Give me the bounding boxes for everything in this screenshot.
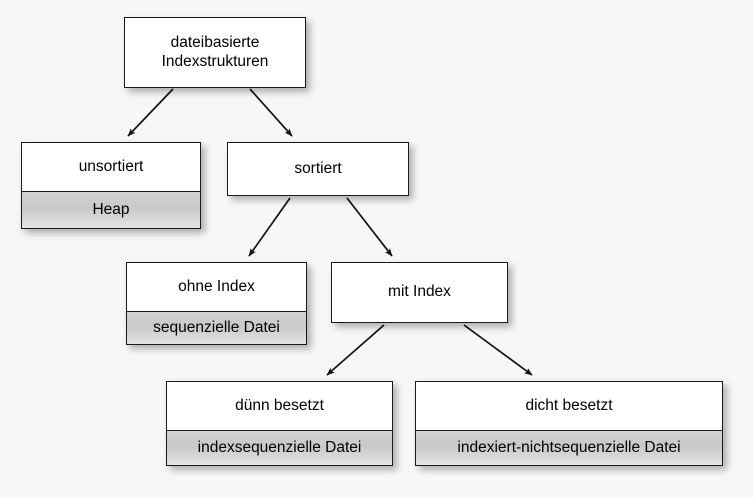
node-mit-index[interactable]: mit Index [331, 262, 508, 323]
node-subtitle: sequenzielle Datei [127, 311, 306, 344]
node-subtitle: Heap [22, 191, 200, 228]
node-duenn-besetzt[interactable]: dünn besetzt indexsequenzielle Datei [166, 381, 393, 466]
edge-mit-index-duenn [326, 324, 385, 376]
node-ohne-index[interactable]: ohne Index sequenzielle Datei [126, 262, 307, 345]
edge-root-sortiert [249, 88, 293, 137]
node-title: dünn besetzt [167, 382, 392, 430]
node-dateibasierte-indexstrukturen[interactable]: dateibasierte Indexstrukturen [124, 17, 306, 88]
node-sortiert[interactable]: sortiert [227, 142, 409, 196]
node-title: ohne Index [127, 263, 306, 311]
node-title: sortiert [228, 143, 408, 195]
node-title: dicht besetzt [416, 382, 722, 430]
node-title: dateibasierte Indexstrukturen [125, 18, 305, 87]
node-subtitle: indexiert-nichtsequenzielle Datei [416, 430, 722, 465]
edge-mit-index-dicht [463, 324, 533, 376]
node-dicht-besetzt[interactable]: dicht besetzt indexiert-nichtsequenziell… [415, 381, 723, 466]
node-unsortiert[interactable]: unsortiert Heap [21, 142, 201, 229]
node-title: unsortiert [22, 143, 200, 191]
edge-sortiert-ohne-index [248, 197, 291, 257]
node-subtitle: indexsequenzielle Datei [167, 430, 392, 465]
node-title: mit Index [332, 263, 507, 322]
edge-sortiert-mit-index [346, 197, 393, 257]
edge-root-unsortiert [127, 88, 174, 137]
